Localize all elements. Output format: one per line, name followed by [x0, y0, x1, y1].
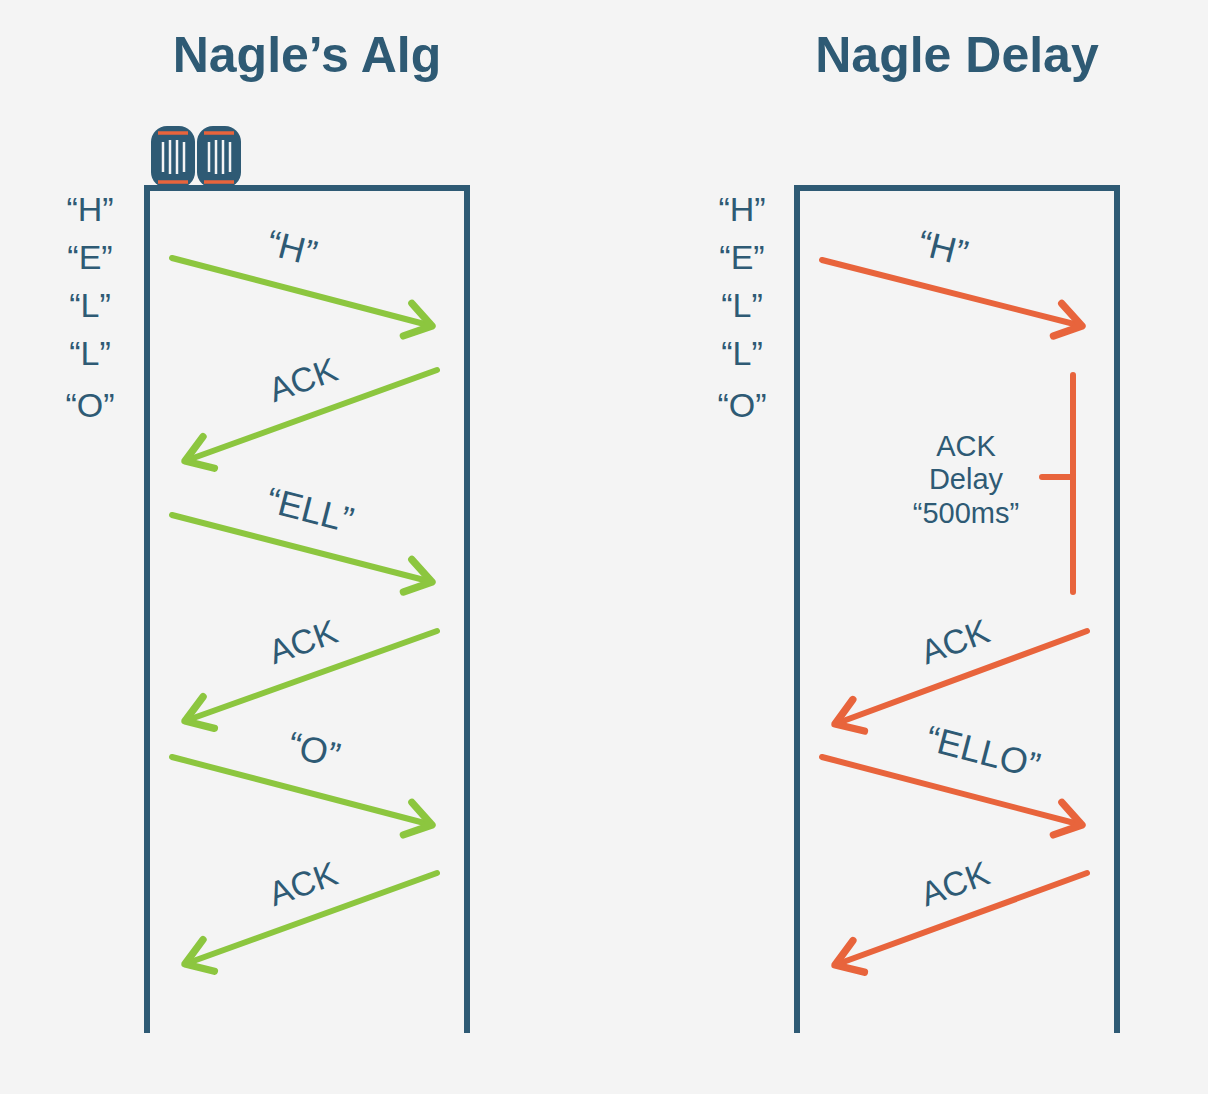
ack-label: ACK	[263, 612, 342, 672]
ack-label: ACK	[915, 612, 994, 673]
ack-label: ACK	[915, 854, 994, 915]
sequence-frame: Nagle Delay	[794, 185, 1120, 1033]
input-char: “O”	[65, 386, 114, 425]
delay-bracket	[1070, 375, 1076, 592]
delay-note: ACK Delay “500ms”	[903, 430, 1029, 530]
segment-label: “H”	[914, 222, 973, 274]
ack-label: ACK	[263, 350, 342, 410]
segment-label: “ELLO”	[922, 717, 1045, 786]
segment-label: “ELL”	[262, 479, 358, 541]
input-char: “H”	[718, 190, 765, 229]
input-char: “L”	[69, 334, 111, 373]
frame-title: Nagle’s Alg	[173, 26, 442, 84]
delay-bracket-tick	[1042, 474, 1073, 480]
input-char: “H”	[66, 190, 113, 229]
message-arrow	[822, 757, 1082, 825]
input-char: “E”	[67, 238, 112, 277]
barrels-icon	[151, 126, 241, 188]
segment-label: “O”	[284, 723, 345, 776]
ack-label: ACK	[263, 854, 342, 914]
input-char: “L”	[721, 286, 763, 325]
frame-title: Nagle Delay	[815, 26, 1098, 84]
input-char: “L”	[721, 334, 763, 373]
segment-label: “H”	[263, 222, 322, 275]
input-char: “L”	[69, 286, 111, 325]
sequence-frame: Nagle’s Alg	[144, 185, 470, 1033]
input-char: “E”	[719, 238, 764, 277]
input-char: “O”	[717, 386, 766, 425]
